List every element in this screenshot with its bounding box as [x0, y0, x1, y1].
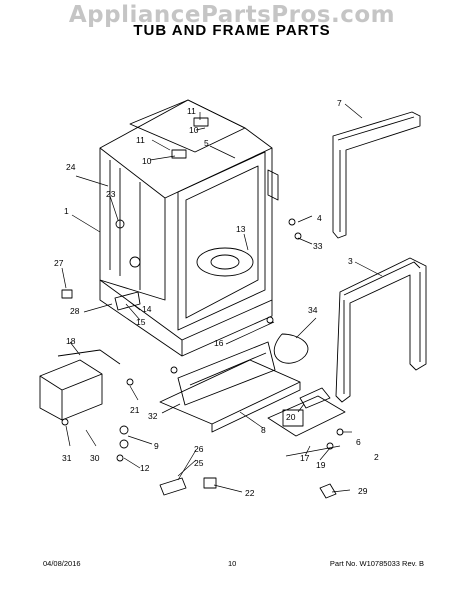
callout-label: 10: [189, 125, 199, 135]
callout-label: 14: [142, 304, 152, 314]
callout-label: 10: [142, 156, 152, 166]
callout-label: 5: [204, 138, 209, 148]
hardware-drawing: [61, 117, 344, 499]
callout-label: 1: [64, 206, 69, 216]
bottom-shield-drawing: [159, 359, 301, 433]
tub-seal-drawing: [335, 257, 427, 403]
callout-label: 23: [106, 189, 116, 199]
footer-part-number: Part No. W10785033 Rev. B: [329, 559, 424, 568]
watermark: AppliancePartsPros.com: [68, 2, 396, 28]
callout-label: 22: [245, 488, 255, 498]
callout-label: 2: [374, 452, 379, 462]
callout-label: 26: [194, 444, 204, 454]
callout-label: 19: [316, 460, 326, 470]
callout-labels: 1 2 3 4 5 6 7 8 9 10 10 11 11 12 13 14 1…: [54, 98, 379, 498]
callout-label: 27: [54, 258, 64, 268]
footer-date: 04/08/2016: [43, 559, 81, 568]
callout-label: 20: [286, 412, 296, 422]
callout-label: 11: [187, 106, 196, 116]
callout-label: 17: [300, 453, 310, 463]
callout-label: 18: [66, 336, 76, 346]
callout-label: 8: [261, 425, 266, 435]
callout-label: 34: [308, 305, 318, 315]
callout-label: 11: [136, 135, 145, 145]
callout-label: 6: [356, 437, 361, 447]
leader-lines: [61, 103, 383, 493]
wiring-module-drawing: [39, 349, 134, 421]
callout-label: 32: [148, 411, 158, 421]
footer-page-number: 10: [228, 559, 237, 568]
page-title: TUB AND FRAME PARTS: [133, 22, 331, 39]
callout-label: 13: [236, 224, 246, 234]
callout-label: 24: [66, 162, 76, 172]
callout-label: 28: [70, 306, 80, 316]
callout-label: 29: [358, 486, 368, 496]
callout-label: 3: [348, 256, 353, 266]
toe-panel-drawing: [177, 341, 276, 406]
callout-label: 9: [154, 441, 159, 451]
control-bracket-drawing: [267, 387, 346, 437]
callout-label: 31: [62, 453, 72, 463]
callout-label: 4: [317, 213, 322, 223]
callout-label: 30: [90, 453, 100, 463]
callout-label: 33: [313, 241, 323, 251]
callout-label: 12: [140, 463, 150, 473]
callout-label: 21: [130, 405, 140, 415]
tub-frame-drawing: [99, 99, 279, 357]
callout-label: 16: [214, 338, 224, 348]
callout-label: 15: [136, 317, 146, 327]
callout-label: 7: [337, 98, 342, 108]
door-gasket-drawing: [332, 111, 421, 239]
callout-label: 25: [194, 458, 204, 468]
